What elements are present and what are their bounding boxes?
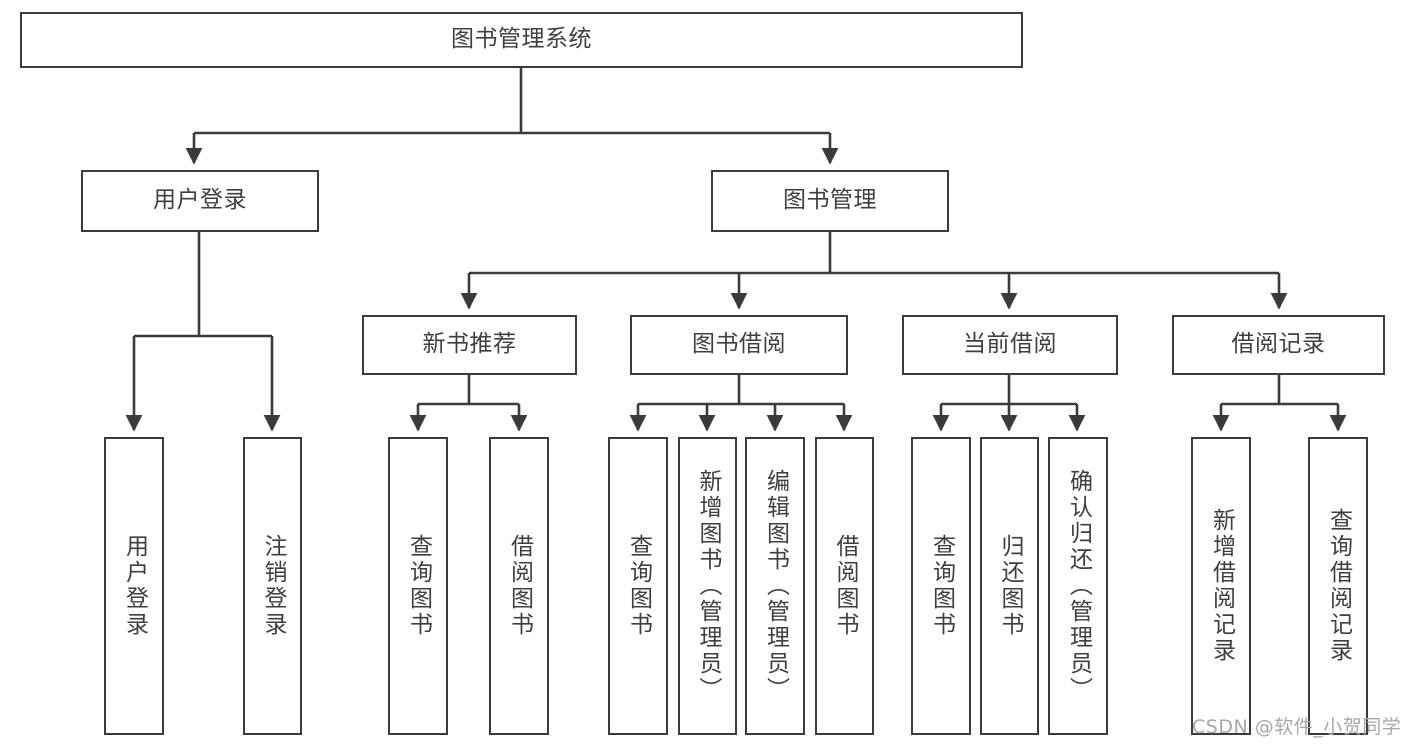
- leaf-add-record-label: 新增借阅记录: [1208, 508, 1235, 664]
- leaf-user-login-label: 用户登录: [121, 534, 148, 638]
- leaf-user-login[interactable]: 用户登录: [104, 437, 164, 735]
- leaf-borrow-book-1-label: 借阅图书: [506, 534, 533, 638]
- leaf-add-record[interactable]: 新增借阅记录: [1191, 437, 1251, 735]
- node-book-borrow-label: 图书借阅: [692, 331, 786, 358]
- leaf-query-book-2[interactable]: 查询图书: [608, 437, 668, 735]
- leaf-return-book[interactable]: 归还图书: [980, 437, 1039, 735]
- leaf-query-record[interactable]: 查询借阅记录: [1308, 437, 1368, 735]
- node-current-borrow-label: 当前借阅: [963, 331, 1057, 358]
- node-new-book-recommend[interactable]: 新书推荐: [362, 315, 577, 375]
- leaf-add-book[interactable]: 新增图书（管理员）: [678, 437, 737, 735]
- node-borrow-record-label: 借阅记录: [1231, 331, 1326, 358]
- node-new-book-recommend-label: 新书推荐: [422, 331, 517, 358]
- node-user-login-label: 用户登录: [153, 187, 247, 214]
- leaf-add-book-label: 新增图书（管理员）: [695, 469, 721, 703]
- leaf-query-book-1-label: 查询图书: [405, 534, 432, 638]
- leaf-query-book-3-label: 查询图书: [928, 534, 955, 638]
- node-book-borrow[interactable]: 图书借阅: [630, 315, 848, 375]
- node-root-label: 图书管理系统: [451, 26, 592, 53]
- leaf-confirm-return[interactable]: 确认归还（管理员）: [1048, 437, 1108, 735]
- leaf-query-book-2-label: 查询图书: [625, 534, 652, 638]
- leaf-return-book-label: 归还图书: [997, 534, 1023, 638]
- leaf-logout-login[interactable]: 注销登录: [243, 437, 302, 735]
- node-user-login[interactable]: 用户登录: [81, 170, 319, 232]
- node-current-borrow[interactable]: 当前借阅: [902, 315, 1118, 375]
- leaf-edit-book-label: 编辑图书（管理员）: [762, 469, 789, 703]
- node-book-management-label: 图书管理: [783, 187, 877, 214]
- node-borrow-record[interactable]: 借阅记录: [1172, 315, 1385, 375]
- leaf-logout-login-label: 注销登录: [260, 534, 286, 638]
- leaf-borrow-book-2[interactable]: 借阅图书: [815, 437, 874, 735]
- leaf-query-record-label: 查询借阅记录: [1325, 508, 1352, 664]
- leaf-borrow-book-2-label: 借阅图书: [832, 534, 858, 638]
- leaf-query-book-3[interactable]: 查询图书: [911, 437, 971, 735]
- node-book-management[interactable]: 图书管理: [711, 170, 949, 232]
- leaf-query-book-1[interactable]: 查询图书: [388, 437, 448, 735]
- leaf-confirm-return-label: 确认归还（管理员）: [1065, 469, 1092, 703]
- leaf-edit-book[interactable]: 编辑图书（管理员）: [745, 437, 805, 735]
- leaf-borrow-book-1[interactable]: 借阅图书: [489, 437, 549, 735]
- node-root[interactable]: 图书管理系统: [20, 12, 1023, 68]
- watermark-text: CSDN @软件_小贺同学: [1192, 716, 1402, 738]
